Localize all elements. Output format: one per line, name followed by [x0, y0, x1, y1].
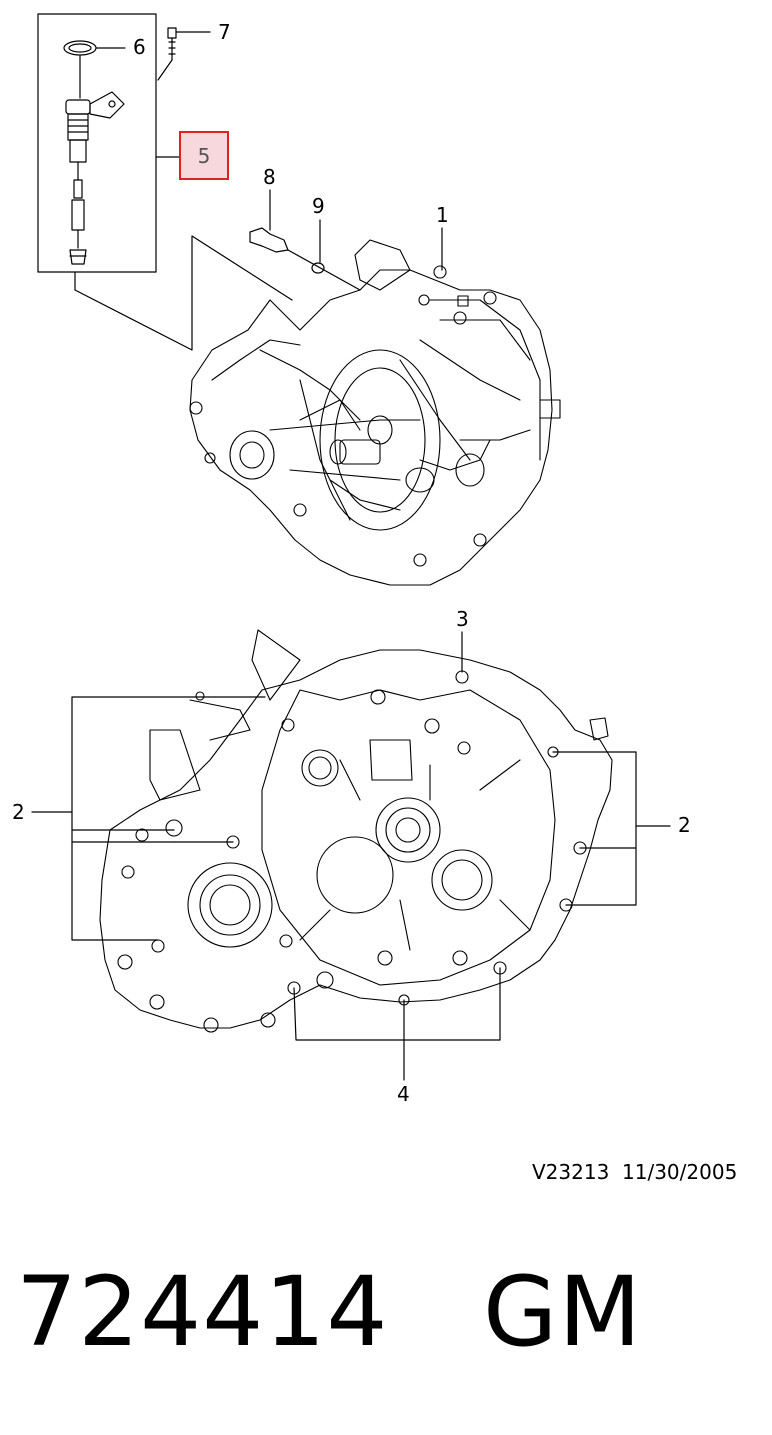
diagram-reference: V23213 11/30/2005 [532, 1160, 738, 1184]
washer-part [311, 262, 325, 274]
callout-2-left: 2 [12, 800, 25, 824]
callout-bracket-4 [293, 967, 501, 1081]
driven-gear-housing [65, 91, 125, 265]
callout-6: 6 [133, 35, 146, 59]
callout-2-right: 2 [678, 813, 691, 837]
callout-3: 3 [456, 607, 469, 631]
transmission-assembly-top [189, 239, 561, 586]
callout-1: 1 [436, 203, 449, 227]
callout-5: 5 [197, 143, 211, 168]
callout-5-highlight: 5 [179, 131, 229, 180]
callout-7: 7 [218, 20, 231, 44]
bolt-part [157, 27, 211, 81]
callout-bracket-2-right [552, 751, 671, 906]
callout-8: 8 [263, 165, 276, 189]
part-number: 724414 GM [16, 1256, 643, 1368]
callout-bracket-2-left [31, 696, 266, 941]
callout-4: 4 [397, 1082, 410, 1106]
inset-leader [74, 235, 293, 351]
switch-part [249, 189, 361, 291]
transmission-case-bottom [99, 629, 613, 1033]
callout-9: 9 [312, 194, 325, 218]
detail-inset-box [37, 13, 157, 273]
